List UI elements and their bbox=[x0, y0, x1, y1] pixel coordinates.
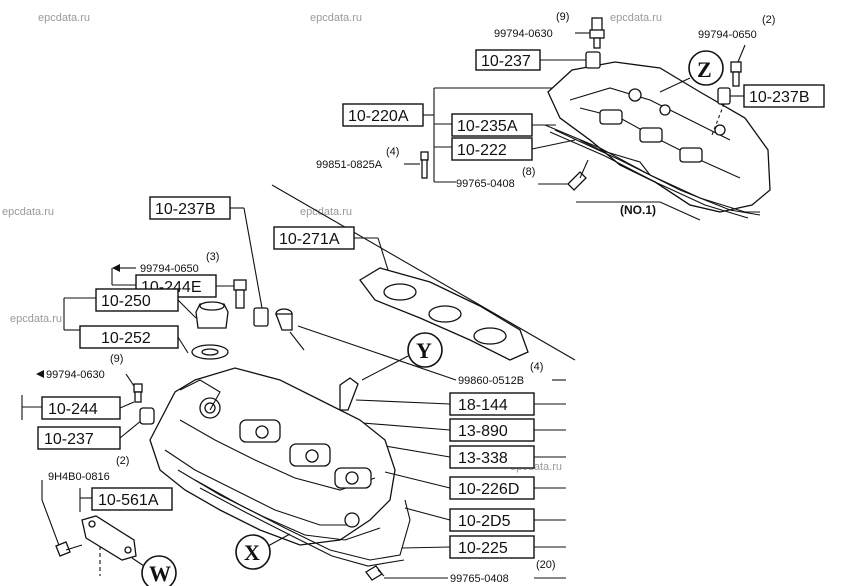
gasket-hole bbox=[201, 348, 219, 356]
watermark: epcdata.ru bbox=[310, 12, 362, 24]
bolt-illustration bbox=[233, 279, 247, 309]
fastener-qty: (3) bbox=[206, 251, 219, 263]
part-number-13-890[interactable]: 13-890 bbox=[458, 423, 508, 440]
part-number-10-222[interactable]: 10-222 bbox=[457, 142, 507, 159]
fastener-qty: (4) bbox=[386, 146, 399, 158]
section-divider-line bbox=[271, 184, 576, 361]
callout-w[interactable] bbox=[141, 555, 177, 586]
arrow-marker bbox=[112, 264, 120, 272]
stud-illustration bbox=[420, 151, 429, 179]
label-no1: (NO.1) bbox=[620, 203, 656, 217]
grommet-illustration bbox=[253, 307, 269, 327]
grommet-illustration bbox=[585, 51, 601, 69]
screw-illustration bbox=[567, 159, 589, 191]
plug-tube-illustration bbox=[275, 308, 305, 351]
fastener-number: 9H4B0-0816 bbox=[48, 471, 110, 483]
head-cover-no2-illustration bbox=[149, 367, 396, 546]
watermark: epcdata.ru bbox=[10, 313, 62, 325]
screw-illustration bbox=[365, 565, 385, 581]
fastener-number: 99765-0408 bbox=[456, 178, 515, 190]
fastener-qty: (2) bbox=[116, 455, 129, 467]
fastener-number: 99794-0650 bbox=[140, 263, 199, 275]
fastener-number: 99794-0630 bbox=[46, 369, 105, 381]
part-number-10-271A[interactable]: 10-271A bbox=[279, 231, 340, 248]
gasket-no1-outline bbox=[554, 129, 761, 216]
bolt-illustration bbox=[133, 383, 143, 403]
callout-x[interactable] bbox=[235, 534, 271, 570]
seal-ring-illustration bbox=[344, 512, 360, 528]
part-number-10-220A[interactable]: 10-220A bbox=[348, 108, 409, 125]
fastener-number: 99794-0630 bbox=[494, 28, 553, 40]
fastener-qty: (8) bbox=[522, 166, 535, 178]
grommet-illustration bbox=[139, 407, 155, 425]
fastener-number: 99794-0650 bbox=[698, 29, 757, 41]
watermark: epcdata.ru bbox=[2, 206, 54, 218]
grommet-illustration bbox=[717, 87, 731, 105]
head-cover-no1-illustration bbox=[544, 61, 771, 219]
arrow-marker bbox=[36, 370, 44, 378]
watermark: epcdata.ru bbox=[38, 12, 90, 24]
part-number-13-338[interactable]: 13-338 bbox=[458, 450, 508, 467]
callout-x-label: X bbox=[244, 540, 260, 565]
part-number-10-561A[interactable]: 10-561A bbox=[98, 492, 159, 509]
fastener-qty: (20) bbox=[536, 559, 556, 571]
callout-y-label: Y bbox=[416, 338, 432, 363]
bracket-illustration bbox=[81, 515, 137, 561]
fastener-number: 99860-0512B bbox=[458, 375, 524, 387]
callout-z[interactable] bbox=[688, 50, 724, 86]
part-number-10-226D[interactable]: 10-226D bbox=[458, 481, 519, 498]
part-number-10-250[interactable]: 10-250 bbox=[101, 293, 151, 310]
part-number-10-244[interactable]: 10-244 bbox=[48, 401, 98, 418]
watermark: epcdata.ru bbox=[610, 12, 662, 24]
part-number-10-235A[interactable]: 10-235A bbox=[457, 118, 518, 135]
part-number-10-237B[interactable]: 10-237B bbox=[155, 201, 216, 218]
part-number-10-237B[interactable]: 10-237B bbox=[749, 89, 810, 106]
fastener-qty: (4) bbox=[530, 361, 543, 373]
part-number-10-237[interactable]: 10-237 bbox=[44, 431, 94, 448]
callout-z-label: Z bbox=[697, 57, 712, 82]
part-box[interactable] bbox=[91, 487, 173, 511]
bolt-top-left-illustration bbox=[589, 17, 605, 49]
part-number-18-144[interactable]: 18-144 bbox=[458, 397, 508, 414]
part-number-10-225[interactable]: 10-225 bbox=[458, 540, 508, 557]
fastener-qty: (9) bbox=[110, 353, 123, 365]
fastener-qty: (2) bbox=[762, 14, 775, 26]
gasket-no2-inner-outline bbox=[199, 487, 405, 567]
oil-cap-illustration bbox=[195, 301, 229, 329]
fastener-qty: (9) bbox=[556, 11, 569, 23]
fastener-number: 99765-0408 bbox=[450, 573, 509, 585]
part-number-10-2D5[interactable]: 10-2D5 bbox=[458, 513, 511, 530]
gasket-no2-outline bbox=[194, 479, 411, 561]
callout-w-label: W bbox=[149, 561, 171, 586]
part-number-10-237[interactable]: 10-237 bbox=[481, 53, 531, 70]
bolt-illustration bbox=[55, 541, 83, 557]
fastener-number: 99851-0825A bbox=[316, 159, 383, 171]
callout-y[interactable] bbox=[407, 332, 443, 368]
gasket-10-271A-illustration bbox=[359, 267, 529, 361]
part-number-10-252[interactable]: 10-252 bbox=[101, 330, 151, 347]
bolt-top-right-illustration bbox=[730, 61, 742, 87]
